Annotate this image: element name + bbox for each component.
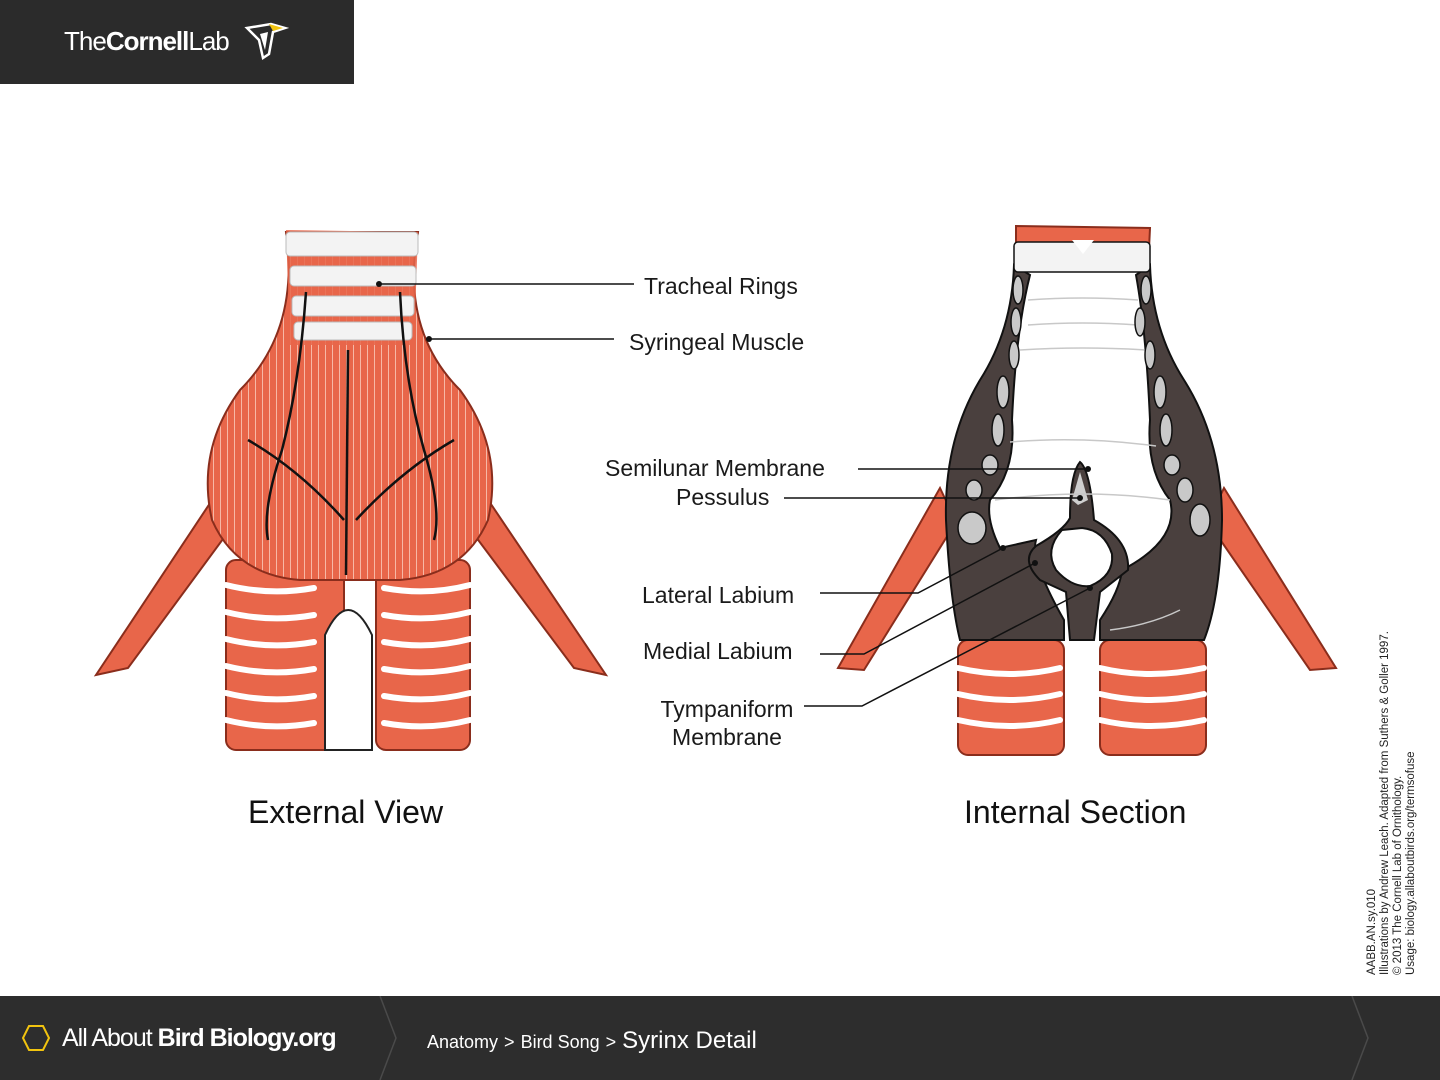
syrinx-diagram xyxy=(93,224,1338,756)
chevron-right-icon xyxy=(1351,996,1369,1080)
breadcrumb-anatomy[interactable]: Anatomy xyxy=(427,1032,499,1052)
cornell-lab-logo-text: TheCornellLab xyxy=(64,26,230,56)
lateral-labium-label: Lateral Labium xyxy=(642,582,795,608)
bird-logo-icon xyxy=(244,22,289,61)
tympaniform-membrane-label: Tympaniform Membrane xyxy=(660,696,794,750)
cornell-lab-logo-bar[interactable]: TheCornellLab xyxy=(0,0,354,84)
tympaniform-membrane-leader xyxy=(804,587,1091,707)
footer-bar: All About Bird Biology.org Anatomy>Bird … xyxy=(0,996,1440,1080)
hexagon-icon xyxy=(22,1025,50,1051)
pessulus-label: Pessulus xyxy=(676,484,770,510)
breadcrumb-bird-song[interactable]: Bird Song xyxy=(520,1032,600,1052)
external-view-title: External View xyxy=(248,794,444,830)
semilunar-membrane-label: Semilunar Membrane xyxy=(605,455,825,481)
internal-section-title: Internal Section xyxy=(964,794,1187,830)
chevron-right-icon xyxy=(379,996,397,1080)
lateral-labium-leader xyxy=(820,547,1004,594)
external-view-illustration xyxy=(93,230,609,751)
breadcrumb-separator: > xyxy=(605,1032,617,1052)
breadcrumb: Anatomy>Bird Song>Syrinx Detail xyxy=(427,1027,757,1055)
breadcrumb-current: Syrinx Detail xyxy=(622,1027,757,1054)
breadcrumb-separator: > xyxy=(504,1032,515,1052)
syringeal-muscle-label: Syringeal Muscle xyxy=(629,329,805,355)
all-about-bird-biology-logo[interactable]: All About Bird Biology.org xyxy=(62,1024,337,1052)
internal-section-illustration xyxy=(836,224,1338,756)
tracheal-rings-label: Tracheal Rings xyxy=(644,273,798,299)
medial-labium-leader xyxy=(820,562,1036,655)
illustration-credits: AABB.AN.sy.010 Illustrations by Andrew L… xyxy=(1366,631,1417,975)
medial-labium-label: Medial Labium xyxy=(643,638,793,664)
